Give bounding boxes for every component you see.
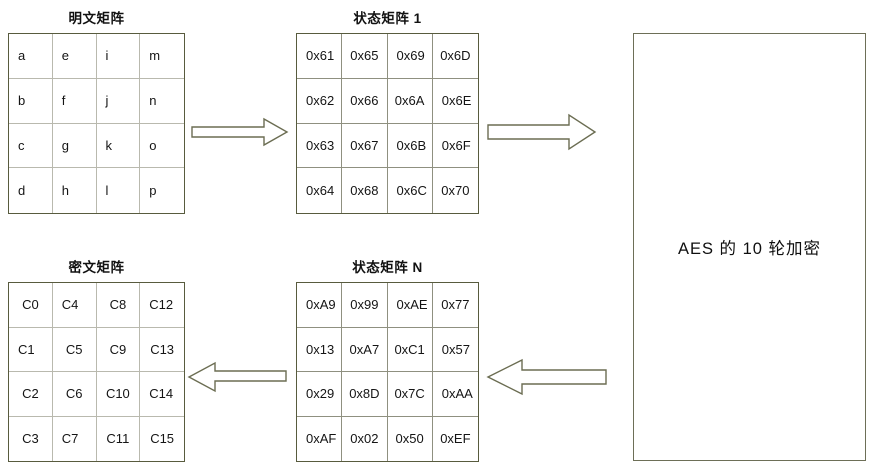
matrix-cell: a	[9, 34, 53, 79]
matrix-cell: 0x8D	[342, 372, 388, 417]
matrix-cell: C5	[52, 327, 97, 372]
matrix-cell: 0x50	[388, 416, 433, 461]
matrix-cell: i	[96, 34, 141, 79]
matrix-cell: 0xA9	[297, 283, 343, 328]
matrix-cell: 0x64	[297, 168, 343, 213]
matrix-cell: 0x62	[297, 78, 343, 124]
matrix-cell: f	[52, 78, 97, 124]
matrix-cell: 0xAA	[432, 372, 478, 417]
matrix-cell: 0x68	[342, 168, 388, 213]
matrix-cell: 0x99	[342, 283, 388, 328]
matrix-cell: 0x6B	[387, 123, 433, 169]
matrix-cell: C7	[53, 416, 97, 461]
matrix-cell: 0x7C	[387, 372, 433, 417]
caption-state-matrix-1: 状态矩阵 1	[353, 11, 422, 26]
matrix-cell: d	[9, 168, 53, 213]
matrix-cell: 0x6C	[388, 168, 433, 213]
matrix-cell: 0x6D	[432, 34, 478, 79]
matrix-cell: C9	[96, 327, 141, 372]
matrix-cell: k	[96, 123, 141, 169]
matrix-cell: C12	[140, 283, 184, 328]
matrix-cell: 0x29	[297, 372, 343, 417]
matrix-cell: 0xAE	[387, 283, 433, 328]
matrix-cell: 0xAF	[297, 416, 343, 461]
matrix-cell: 0x6E	[432, 79, 478, 124]
matrix-cell: C1	[9, 327, 53, 372]
matrix-cell: o	[140, 124, 184, 169]
matrix-cell: C11	[97, 416, 141, 461]
arrow-aes-to-staten	[486, 358, 608, 396]
matrix-cell: n	[140, 79, 184, 124]
matrix-cell: C15	[150, 431, 175, 447]
matrix-cell: 0x6A	[387, 78, 433, 124]
matrix-cell: 0x63	[297, 123, 343, 169]
matrix-cell: e	[52, 34, 97, 79]
matrix-cell: C4	[52, 283, 97, 328]
ciphertext-matrix: C0 C4 C8 C12 C1 C5 C9 C13 C2 C6 C10 C14 …	[8, 282, 185, 462]
matrix-cell: h	[53, 168, 97, 213]
matrix-cell: l	[97, 168, 141, 213]
matrix-cell: 0x02	[342, 416, 388, 461]
matrix-cell: 0x57	[432, 328, 478, 372]
caption-state-matrix-n: 状态矩阵 N	[352, 260, 423, 275]
matrix-cell: g	[52, 123, 97, 169]
matrix-cell: 0x70	[441, 183, 470, 199]
matrix-cell: C10	[96, 372, 141, 417]
matrix-cell: C8	[96, 283, 141, 328]
matrix-cell: 0xEF	[440, 431, 471, 447]
matrix-cell: p	[149, 183, 157, 199]
matrix-cell: C13	[140, 328, 184, 372]
aes-process-label: AES 的 10 轮加密	[677, 240, 822, 258]
matrix-cell: C3	[9, 416, 53, 461]
matrix-cell: 0x67	[342, 123, 388, 169]
matrix-cell: j	[96, 78, 141, 124]
arrow-staten-to-ciphertext	[186, 360, 288, 394]
matrix-cell: 0x65	[342, 34, 388, 79]
matrix-cell: 0x69	[387, 34, 433, 79]
plaintext-matrix: a e i m b f j n c g k o d h l p	[8, 33, 185, 214]
matrix-cell: C14	[140, 372, 184, 417]
matrix-cell: m	[140, 34, 184, 79]
matrix-cell: C0	[9, 283, 53, 328]
matrix-cell: c	[9, 123, 53, 169]
matrix-cell: C6	[52, 372, 97, 417]
matrix-cell: b	[9, 78, 53, 124]
matrix-cell: 0x66	[342, 78, 388, 124]
matrix-cell: 0x6F	[432, 124, 478, 169]
matrix-cell: C2	[9, 372, 53, 417]
matrix-cell: 0x77	[432, 283, 478, 328]
matrix-cell: 0xA7	[342, 327, 388, 372]
matrix-cell: 0xC1	[387, 327, 433, 372]
aes-process-box: AES 的 10 轮加密	[633, 33, 866, 461]
matrix-cell: 0x13	[297, 327, 343, 372]
arrow-state1-to-aes	[486, 113, 598, 151]
state-matrix-1: 0x61 0x65 0x69 0x6D 0x62 0x66 0x6A 0x6E …	[296, 33, 479, 214]
state-matrix-n: 0xA9 0x99 0xAE 0x77 0x13 0xA7 0xC1 0x57 …	[296, 282, 479, 462]
caption-plaintext-matrix: 明文矩阵	[68, 11, 125, 26]
caption-ciphertext-matrix: 密文矩阵	[68, 260, 125, 275]
arrow-plaintext-to-state1	[190, 116, 290, 148]
matrix-cell: 0x61	[297, 34, 343, 79]
